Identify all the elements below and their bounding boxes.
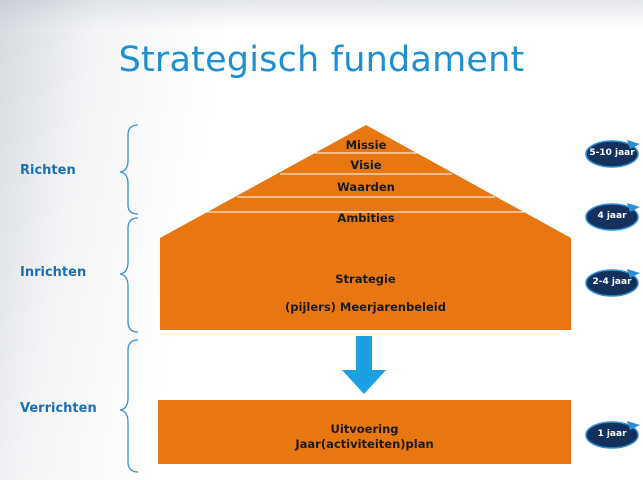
execution-label-line1: Uitvoering [330, 422, 399, 436]
pyramid-label-waarden: Waarden [337, 180, 395, 194]
execution-label-line2: Jaar(activiteiten)plan [295, 437, 434, 451]
badge-label-richten: 5-10 jaar [589, 148, 635, 158]
badge-label-uitvoering: 1 jaar [597, 429, 627, 439]
page-title: Strategisch fundament [118, 40, 525, 80]
badge-label-strategie: 2-4 jaar [592, 277, 632, 287]
badge-ambities [585, 203, 640, 231]
badge-strategie [585, 269, 640, 297]
badge-uitvoering [585, 421, 640, 449]
brace-verrichten [119, 339, 139, 473]
brace-richten [119, 124, 139, 215]
pyramid-label-ambities: Ambities [337, 211, 395, 225]
brace-inrichten [119, 217, 139, 333]
strategy-label-line1: Strategie [335, 272, 396, 286]
strategy-label-line2: (pijlers) Meerjarenbeleid [285, 300, 446, 314]
strategy-box [160, 238, 571, 330]
down-arrow-head [342, 370, 386, 394]
down-arrow-shaft [356, 336, 372, 370]
side-label-verrichten: Verrichten [20, 401, 97, 416]
pyramid-label-missie: Missie [345, 138, 387, 152]
badge-label-ambities: 4 jaar [597, 211, 627, 221]
badge-richten [585, 140, 640, 168]
pyramid-roof [160, 125, 571, 238]
pyramid-label-visie: Visie [350, 158, 382, 172]
execution-box [158, 400, 571, 464]
side-label-inrichten: Inrichten [20, 265, 87, 280]
side-label-richten: Richten [20, 163, 76, 178]
